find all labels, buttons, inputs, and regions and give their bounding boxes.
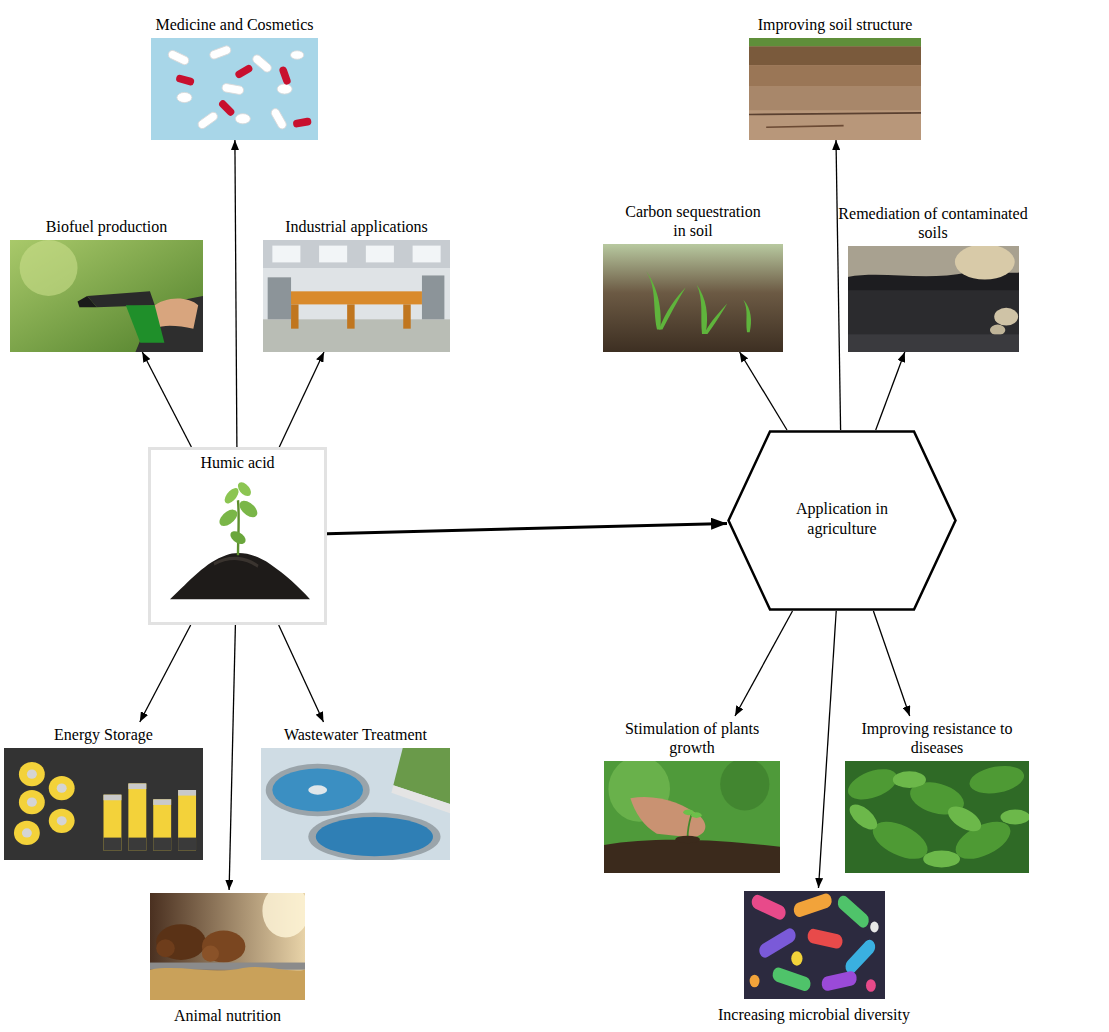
node-label: Medicine and Cosmetics — [136, 15, 333, 34]
node-label: Industrial applications — [263, 217, 450, 236]
node-label: Animal nutrition — [150, 1006, 305, 1025]
photo-illustration — [845, 761, 1029, 873]
arrow-connector — [142, 352, 191, 447]
photo-illustration — [261, 748, 450, 860]
photo-illustration — [603, 244, 783, 352]
agriculture-hexagon: Application in agriculture — [727, 430, 957, 611]
photo-illustration — [744, 891, 885, 999]
photo-illustration — [151, 38, 318, 140]
arrow-connector — [740, 352, 787, 430]
arrow-connector — [873, 611, 909, 716]
arrow-connector — [836, 140, 841, 430]
application-panel: Increasing microbial diversity — [714, 888, 914, 1028]
source-box: Humic acid — [148, 447, 327, 625]
node-label: Wastewater Treatment — [261, 725, 450, 744]
node-label: Improving resistance to diseases — [845, 719, 1029, 757]
node-label: Carbon sequestration in soil — [618, 202, 768, 240]
node-label: Remediation of contaminated soils — [833, 204, 1033, 242]
arrow-connector — [235, 140, 237, 447]
photo-illustration — [749, 38, 921, 140]
photo-illustration — [151, 38, 318, 140]
arrow-connector — [140, 625, 191, 722]
hexagon-text-area: Application in agriculture — [727, 430, 957, 611]
photo-illustration — [10, 240, 203, 352]
photo-illustration — [848, 246, 1019, 352]
application-panel: Medicine and Cosmetics — [136, 12, 333, 140]
photo-illustration — [263, 240, 450, 352]
node-label: Stimulation of plants growth — [610, 719, 775, 757]
photo-illustration — [749, 38, 921, 140]
photo-illustration — [150, 893, 305, 1000]
photo-illustration — [150, 893, 305, 1000]
photo-illustration — [845, 761, 1029, 873]
node-label: Improving soil structure — [740, 15, 930, 34]
node-label: Application in agriculture — [777, 499, 907, 537]
photo-illustration — [10, 240, 203, 352]
application-panel: Remediation of contaminated soils — [833, 201, 1033, 352]
hexagon-outline — [729, 432, 956, 610]
photo-illustration — [263, 240, 450, 352]
photo-illustration — [603, 244, 783, 352]
arrow-connector — [819, 611, 837, 888]
photo-illustration — [604, 761, 780, 873]
arrow-connector — [279, 625, 324, 722]
application-panel: Improving soil structure — [740, 12, 930, 140]
application-panel: Biofuel production — [10, 214, 203, 352]
application-panel: Wastewater Treatment — [261, 722, 450, 860]
photo-illustration — [848, 246, 1019, 352]
application-panel: Animal nutrition — [150, 890, 305, 1029]
application-panel: Stimulation of plants growth — [604, 716, 780, 873]
photo-illustration — [744, 891, 885, 999]
application-panel: Improving resistance to diseases — [845, 716, 1029, 873]
photo-illustration — [604, 761, 780, 873]
application-panel: Energy Storage — [4, 722, 203, 860]
application-panel: Carbon sequestration in soil — [603, 199, 783, 352]
photo-illustration — [4, 748, 203, 860]
arrow-connector — [876, 352, 905, 430]
node-label: Biofuel production — [10, 217, 203, 236]
photo-illustration — [158, 476, 318, 608]
node-label: Energy Storage — [4, 725, 203, 744]
node-label: Humic acid — [151, 453, 324, 472]
application-panel: Industrial applications — [263, 214, 450, 352]
node-label: Increasing microbial diversity — [714, 1005, 914, 1024]
arrow-connector — [229, 625, 235, 890]
arrow-connector — [735, 611, 793, 716]
photo-illustration — [4, 748, 203, 860]
photo-illustration — [261, 748, 450, 860]
photo-illustration — [158, 476, 318, 608]
arrow-connector — [327, 523, 727, 533]
arrow-connector — [279, 352, 324, 447]
